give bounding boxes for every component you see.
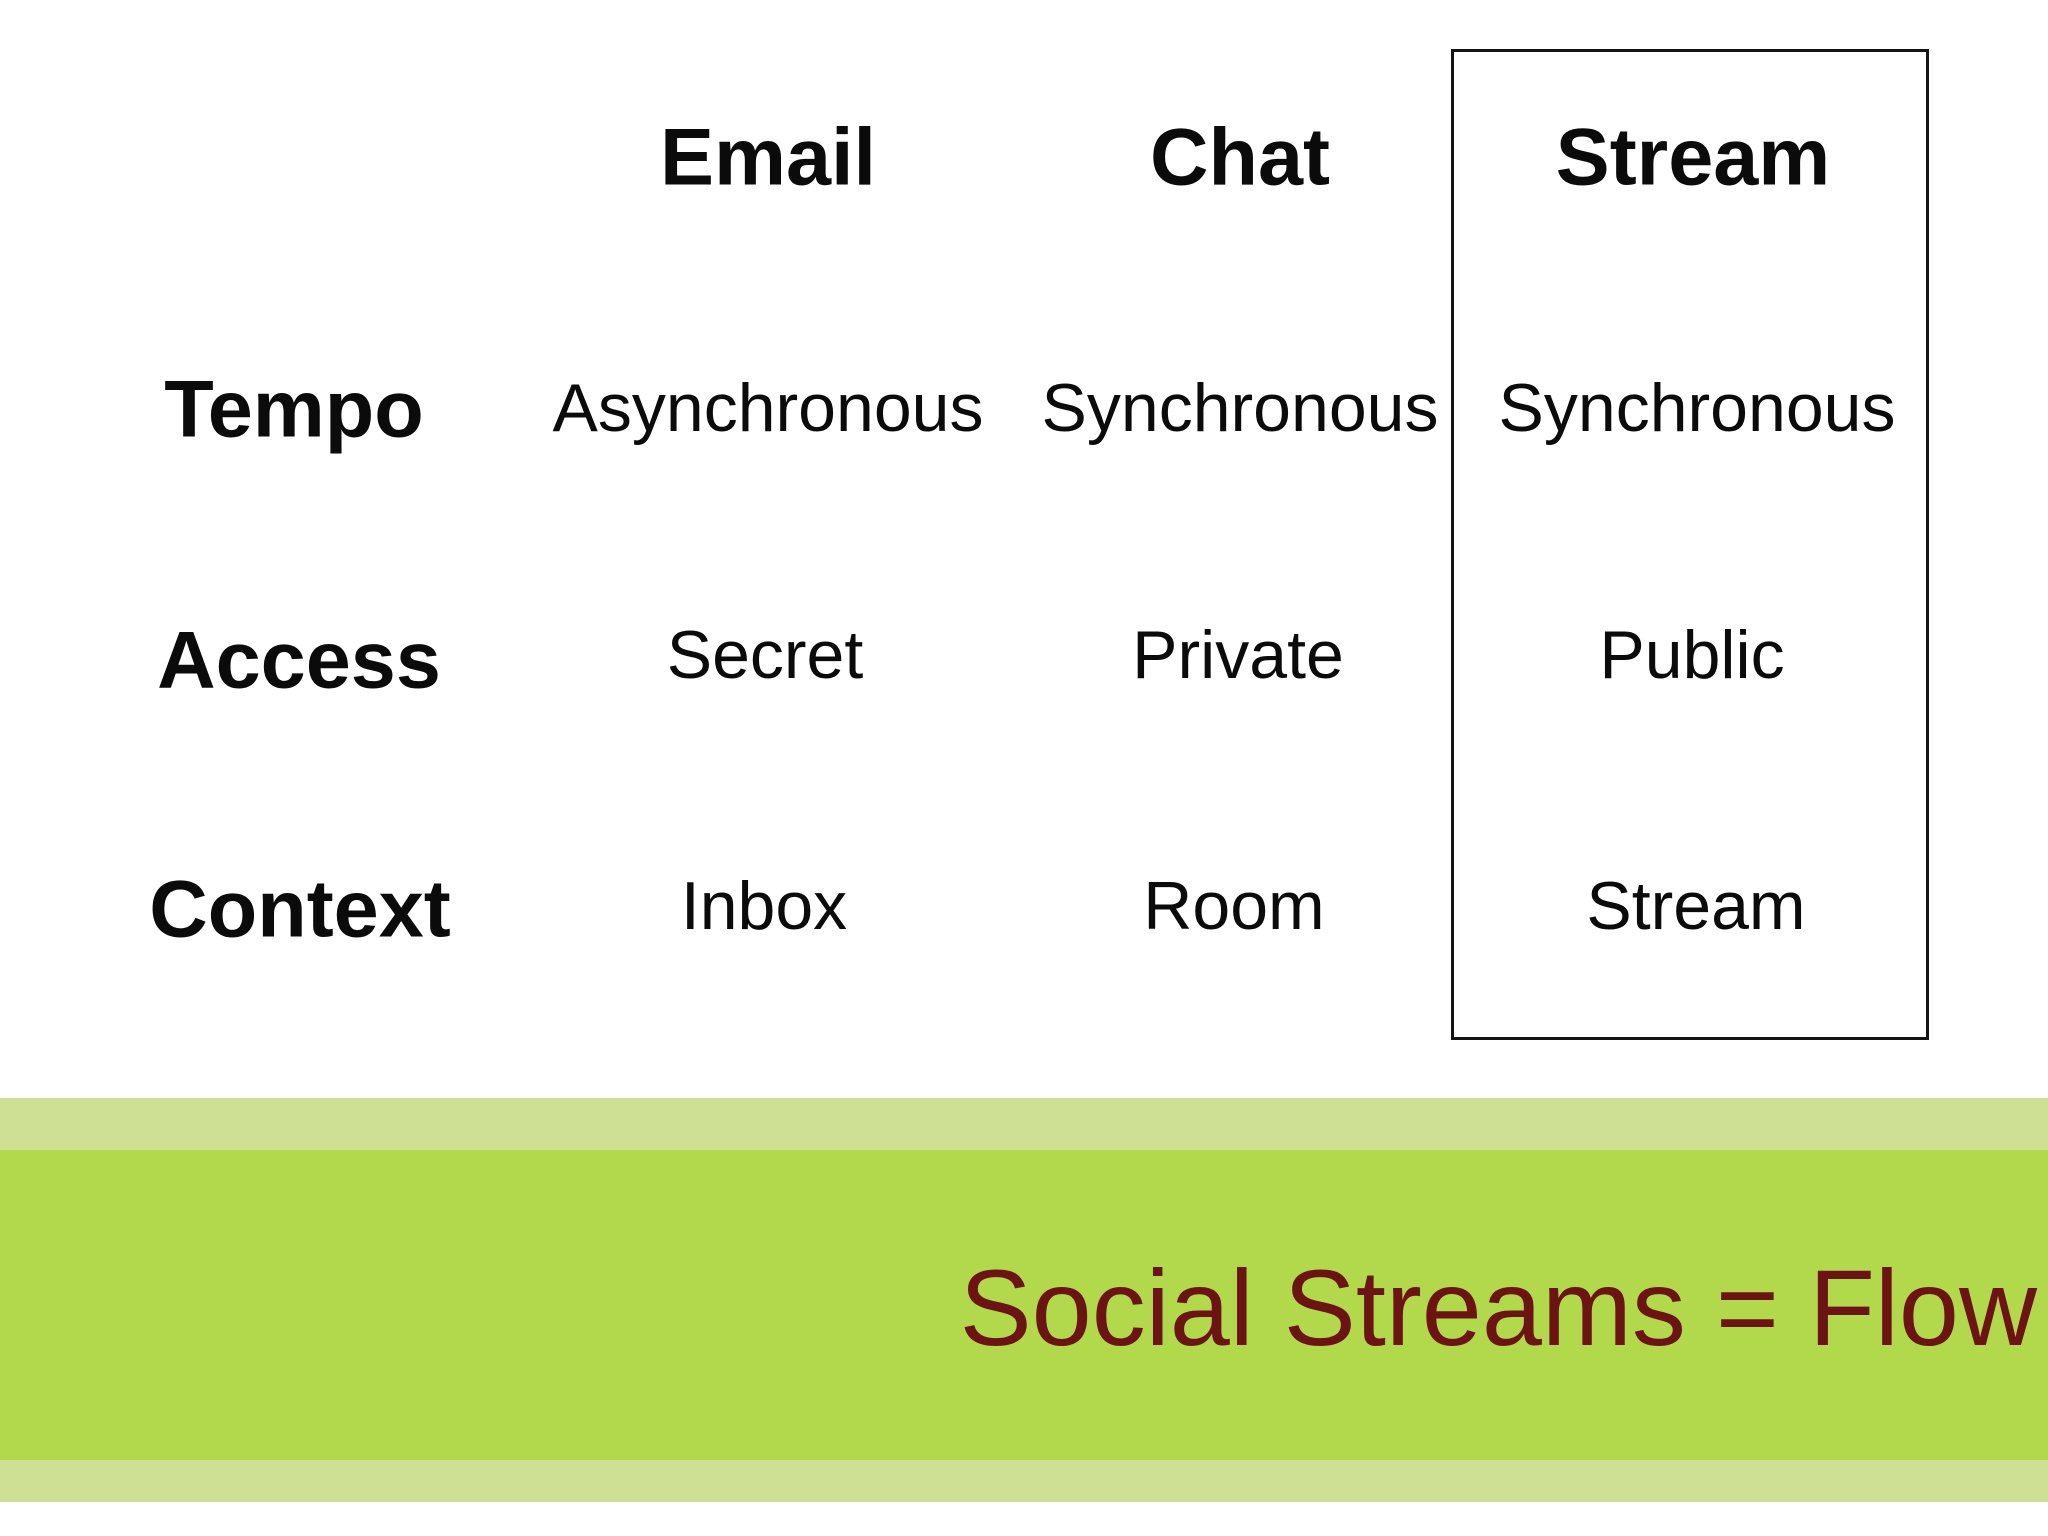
cell-stream-access: Public [1599, 617, 1785, 693]
row-label-context: Context [149, 864, 451, 955]
cell-email-access: Secret [666, 617, 864, 693]
banner-body [0, 1150, 2048, 1460]
cell-chat-tempo: Synchronous [1041, 370, 1439, 446]
cell-stream-context: Stream [1586, 868, 1806, 944]
banner-bottom-strip [0, 1460, 2048, 1502]
column-header-chat: Chat [1150, 112, 1330, 203]
cell-chat-context: Room [1143, 868, 1325, 944]
cell-chat-access: Private [1132, 617, 1344, 693]
cell-email-context: Inbox [680, 868, 848, 944]
banner-title: Social Streams = Flow [959, 1247, 2037, 1368]
stream-column-highlight-box [1451, 49, 1929, 1040]
column-header-stream: Stream [1555, 112, 1831, 203]
banner-top-strip [0, 1098, 2048, 1150]
row-label-tempo: Tempo [164, 364, 424, 455]
cell-stream-tempo: Synchronous [1498, 370, 1896, 446]
column-header-email: Email [659, 112, 877, 203]
row-label-access: Access [157, 615, 441, 706]
cell-email-tempo: Asynchronous [552, 370, 984, 446]
